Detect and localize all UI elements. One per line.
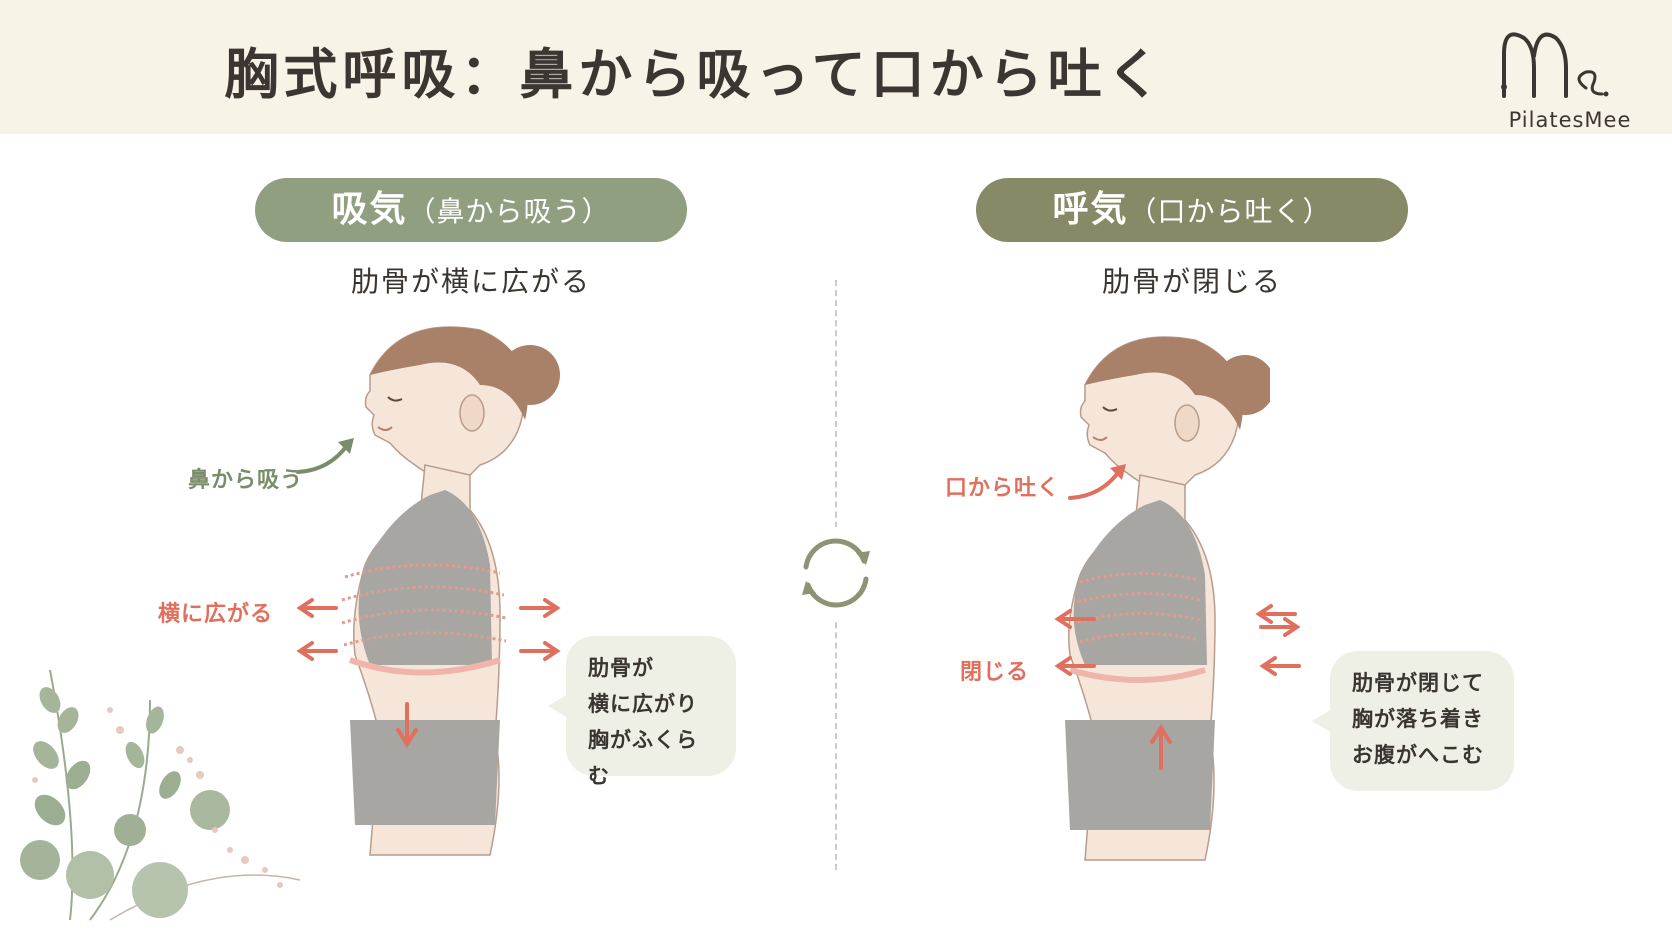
logo-text: PilatesMee (1508, 108, 1632, 132)
exhale-mouth-label: 口から吐く (945, 476, 1061, 501)
logo-icon (1501, 32, 1609, 98)
inhale-subtitle: 肋骨が横に広がる (350, 265, 591, 298)
exhale-bubble-line: お腹がへこむ (1352, 743, 1484, 767)
inhale-bubble: 肋骨が 横に広がり 胸がふくらむ (548, 636, 736, 788)
inhale-side-label: 横に広がる (158, 602, 274, 627)
exhale-subtitle: 肋骨が閉じる (1101, 265, 1282, 298)
inhale-nose-label: 鼻から吸う (188, 468, 304, 493)
exhale-pill-main: 呼気 (1052, 189, 1129, 230)
inhale-pill-main: 吸気 (331, 189, 408, 230)
inhale-pill-sub: （鼻から吸う） (407, 195, 611, 228)
closing-left-arrows-icon (1054, 609, 1096, 676)
inhale-bubble-line: 横に広がり (588, 692, 698, 716)
outward-right-arrows-icon (519, 598, 561, 661)
closing-right-arrows-icon (1255, 604, 1301, 676)
inhale-bubble-line: 胸がふくらむ (588, 728, 698, 788)
outward-left-arrows-icon (296, 598, 338, 661)
exhale-side-label: 閉じる (960, 660, 1030, 685)
mouth-arrow-icon (1068, 464, 1126, 500)
inhale-bubble-line: 肋骨が (588, 656, 654, 680)
cycle-arrows-icon (790, 527, 882, 619)
exhale-bubble-line: 肋骨が閉じて (1352, 671, 1484, 695)
page-title: 胸式呼吸：鼻から吸って口から吐く (224, 43, 1166, 106)
inhale-pill: 吸気（鼻から吸う） (255, 178, 687, 242)
eucalyptus-leaves-icon (20, 669, 301, 921)
exhale-bubble-line: 胸が落ち着き (1352, 707, 1484, 731)
up-arrow-icon (1150, 724, 1172, 770)
inhale-woman-figure (341, 326, 560, 856)
exhale-bubble: 肋骨が閉じて 胸が落ち着き お腹がへこむ (1312, 651, 1514, 791)
exhale-pill-sub: （口から吐く） (1128, 195, 1332, 228)
exhale-pill: 呼気（口から吐く） (976, 178, 1408, 242)
nose-arrow-icon (296, 438, 354, 474)
down-arrow-icon (396, 702, 418, 748)
header-band (0, 0, 1672, 134)
exhale-woman-figure (1065, 336, 1270, 861)
